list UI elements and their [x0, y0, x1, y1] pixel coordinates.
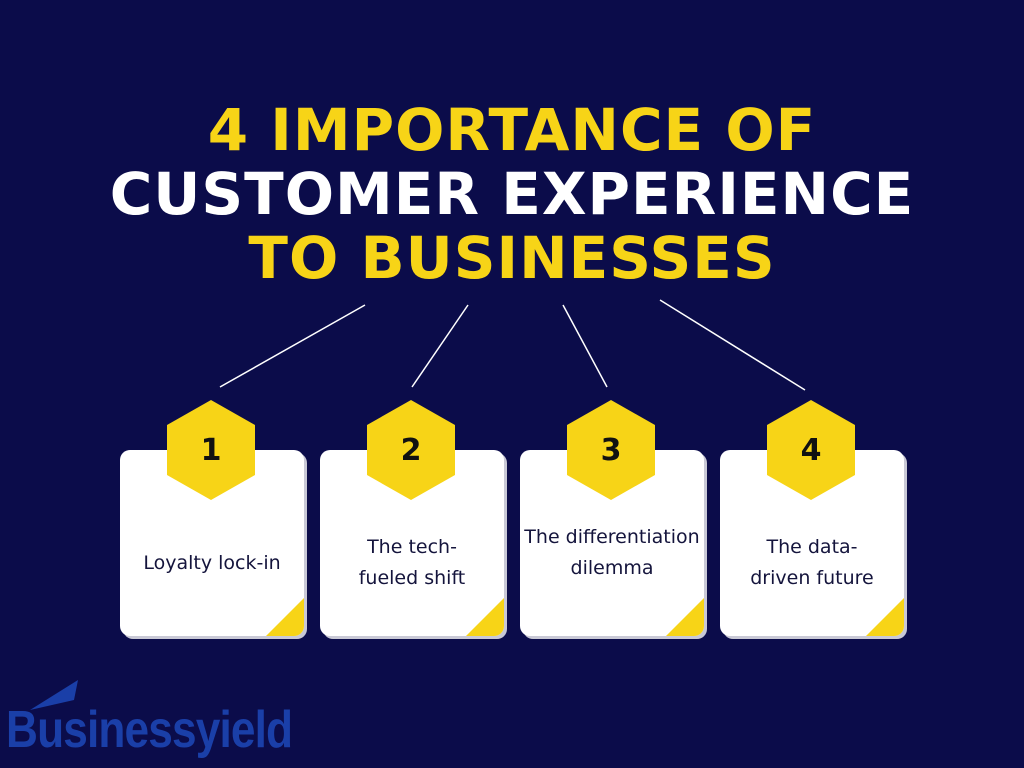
title-line-3: TO BUSINESSES — [248, 224, 776, 292]
card-label: The differentiation dilemma — [524, 526, 700, 579]
logo-swoosh-icon — [30, 680, 78, 710]
corner-decoration — [866, 598, 904, 636]
card-label: The data-driven future — [750, 536, 874, 589]
connector-line-4 — [659, 299, 806, 391]
card-label: Loyalty lock-in — [143, 551, 281, 574]
connector-line-2 — [411, 304, 469, 388]
card-label: The tech-fueled shift — [358, 536, 466, 589]
corner-decoration — [466, 598, 504, 636]
title-line-2: CUSTOMER EXPERIENCE — [109, 160, 915, 228]
corner-decoration — [266, 598, 304, 636]
logo: Businessyield — [6, 701, 293, 759]
connector-line-3 — [562, 304, 608, 388]
title-line-1: 4 IMPORTANCE OF — [207, 96, 817, 164]
connector-line-1 — [219, 304, 366, 388]
hexagon-number-4: 4 — [767, 400, 855, 500]
corner-decoration — [666, 598, 704, 636]
hexagon-number-3: 3 — [567, 400, 655, 500]
